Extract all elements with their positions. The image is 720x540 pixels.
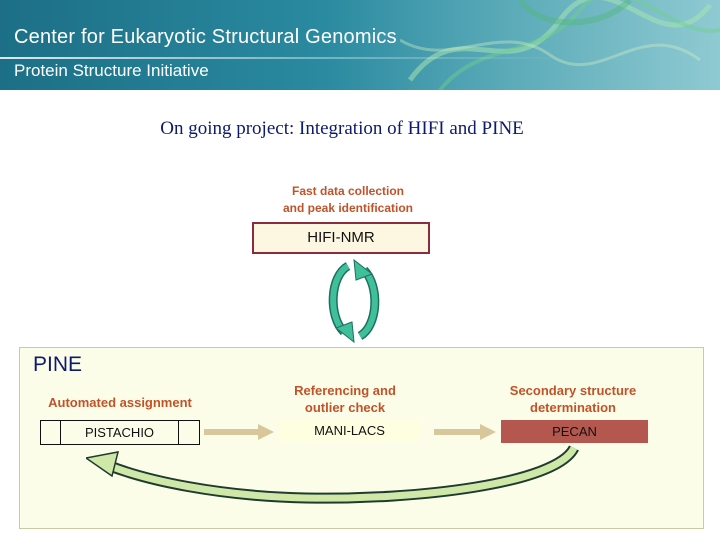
header-subtitle: Protein Structure Initiative (14, 61, 209, 80)
protein-structure-image (400, 0, 720, 90)
slide-title: On going project: Integration of HIFI an… (160, 118, 524, 139)
hifi-caption-line2: and peak identification (282, 201, 414, 215)
step-caption-line: outlier check (304, 400, 386, 415)
feedback-arrow-icon (86, 444, 579, 504)
cycle-arrows-icon (328, 258, 380, 344)
step-caption-automated-assignment: Automated assignment (38, 394, 202, 411)
step-caption-line: Referencing and (294, 383, 396, 398)
header-title: Center for Eukaryotic Structural Genomic… (14, 26, 397, 48)
box-divider (60, 421, 61, 444)
mani-lacs-box: MANI-LACS (279, 420, 420, 442)
pine-label: PINE (33, 353, 83, 376)
right-arrow-icon (204, 424, 274, 440)
pistachio-box: PISTACHIO (40, 420, 200, 445)
header-banner: Center for Eukaryotic Structural Genomic… (0, 0, 720, 90)
right-arrow-icon (434, 424, 496, 440)
hifi-caption: Fast data collection and peak identifica… (252, 183, 444, 217)
step-caption-line: determination (530, 400, 616, 415)
box-divider (178, 421, 179, 444)
pecan-box: PECAN (501, 420, 648, 443)
hifi-nmr-box: HIFI-NMR (252, 222, 430, 254)
hifi-caption-line1: Fast data collection (291, 184, 405, 198)
header-divider (0, 57, 560, 59)
step-caption-line: Secondary structure (509, 383, 637, 398)
step-caption-referencing: Referencing and outlier check (270, 382, 420, 416)
step-caption-secondary-structure: Secondary structure determination (496, 382, 650, 416)
step-caption-line: Automated assignment (48, 395, 192, 410)
pistachio-label: PISTACHIO (84, 425, 155, 440)
